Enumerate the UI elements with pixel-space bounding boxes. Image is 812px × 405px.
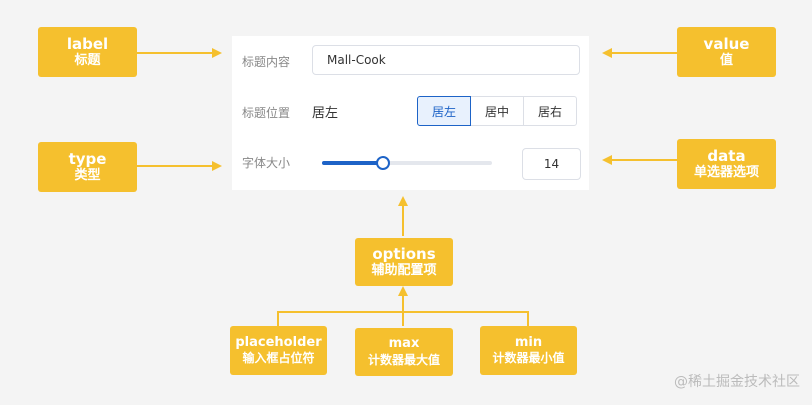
type-tag-zh: 类型 bbox=[74, 168, 101, 184]
title-content-input[interactable]: Mall-Cook bbox=[312, 45, 580, 75]
options-tag-en: options bbox=[372, 244, 436, 263]
max-tag-zh: 计数器最大值 bbox=[367, 352, 440, 367]
min-tag-en: min bbox=[514, 334, 543, 350]
min-tag-zh: 计数器最小值 bbox=[492, 351, 565, 366]
font-size-slider[interactable] bbox=[322, 156, 492, 170]
options-tag-zh: 辅助配置项 bbox=[371, 263, 437, 279]
data-tag: data 单选器选项 bbox=[677, 139, 776, 189]
data-tag-en: data bbox=[707, 146, 746, 165]
config-panel: 标题内容 Mall-Cook 标题位置 居左 居左 居中 居右 字体大小 14 bbox=[232, 36, 589, 190]
position-option-left[interactable]: 居左 bbox=[417, 96, 471, 126]
title-content-value: Mall-Cook bbox=[327, 53, 386, 67]
font-size-stepper[interactable]: 14 bbox=[522, 148, 581, 180]
slider-handle[interactable] bbox=[375, 156, 390, 170]
placeholder-tag-zh: 输入框占位符 bbox=[242, 351, 315, 366]
value-tag-en: value bbox=[703, 34, 750, 53]
placeholder-tag-en: placeholder bbox=[235, 334, 322, 350]
label-tag-zh: 标题 bbox=[74, 53, 101, 69]
type-tag: type 类型 bbox=[38, 142, 137, 192]
title-position-label: 标题位置 bbox=[242, 106, 291, 120]
position-option-center[interactable]: 居中 bbox=[470, 96, 524, 126]
max-tag-en: max bbox=[388, 336, 420, 352]
data-tag-zh: 单选器选项 bbox=[693, 165, 759, 181]
value-tag-zh: 值 bbox=[719, 53, 733, 69]
font-size-value: 14 bbox=[543, 157, 560, 171]
title-content-label: 标题内容 bbox=[242, 55, 291, 69]
title-position-value: 居左 bbox=[312, 106, 339, 121]
placeholder-tag: placeholder 输入框占位符 bbox=[230, 326, 327, 375]
max-tag: max 计数器最大值 bbox=[355, 328, 453, 376]
position-radio-group: 居左 居中 居右 bbox=[417, 96, 577, 126]
label-tag-en: label bbox=[66, 34, 109, 53]
value-tag: value 值 bbox=[677, 27, 776, 77]
watermark: @稀土掘金技术社区 bbox=[674, 374, 800, 390]
min-tag: min 计数器最小值 bbox=[480, 326, 577, 375]
position-option-right[interactable]: 居右 bbox=[523, 96, 577, 126]
label-tag: label 标题 bbox=[38, 27, 137, 77]
slider-fill bbox=[322, 161, 382, 165]
options-tag: options 辅助配置项 bbox=[355, 238, 453, 286]
type-tag-en: type bbox=[68, 149, 107, 168]
font-size-label: 字体大小 bbox=[242, 156, 291, 170]
